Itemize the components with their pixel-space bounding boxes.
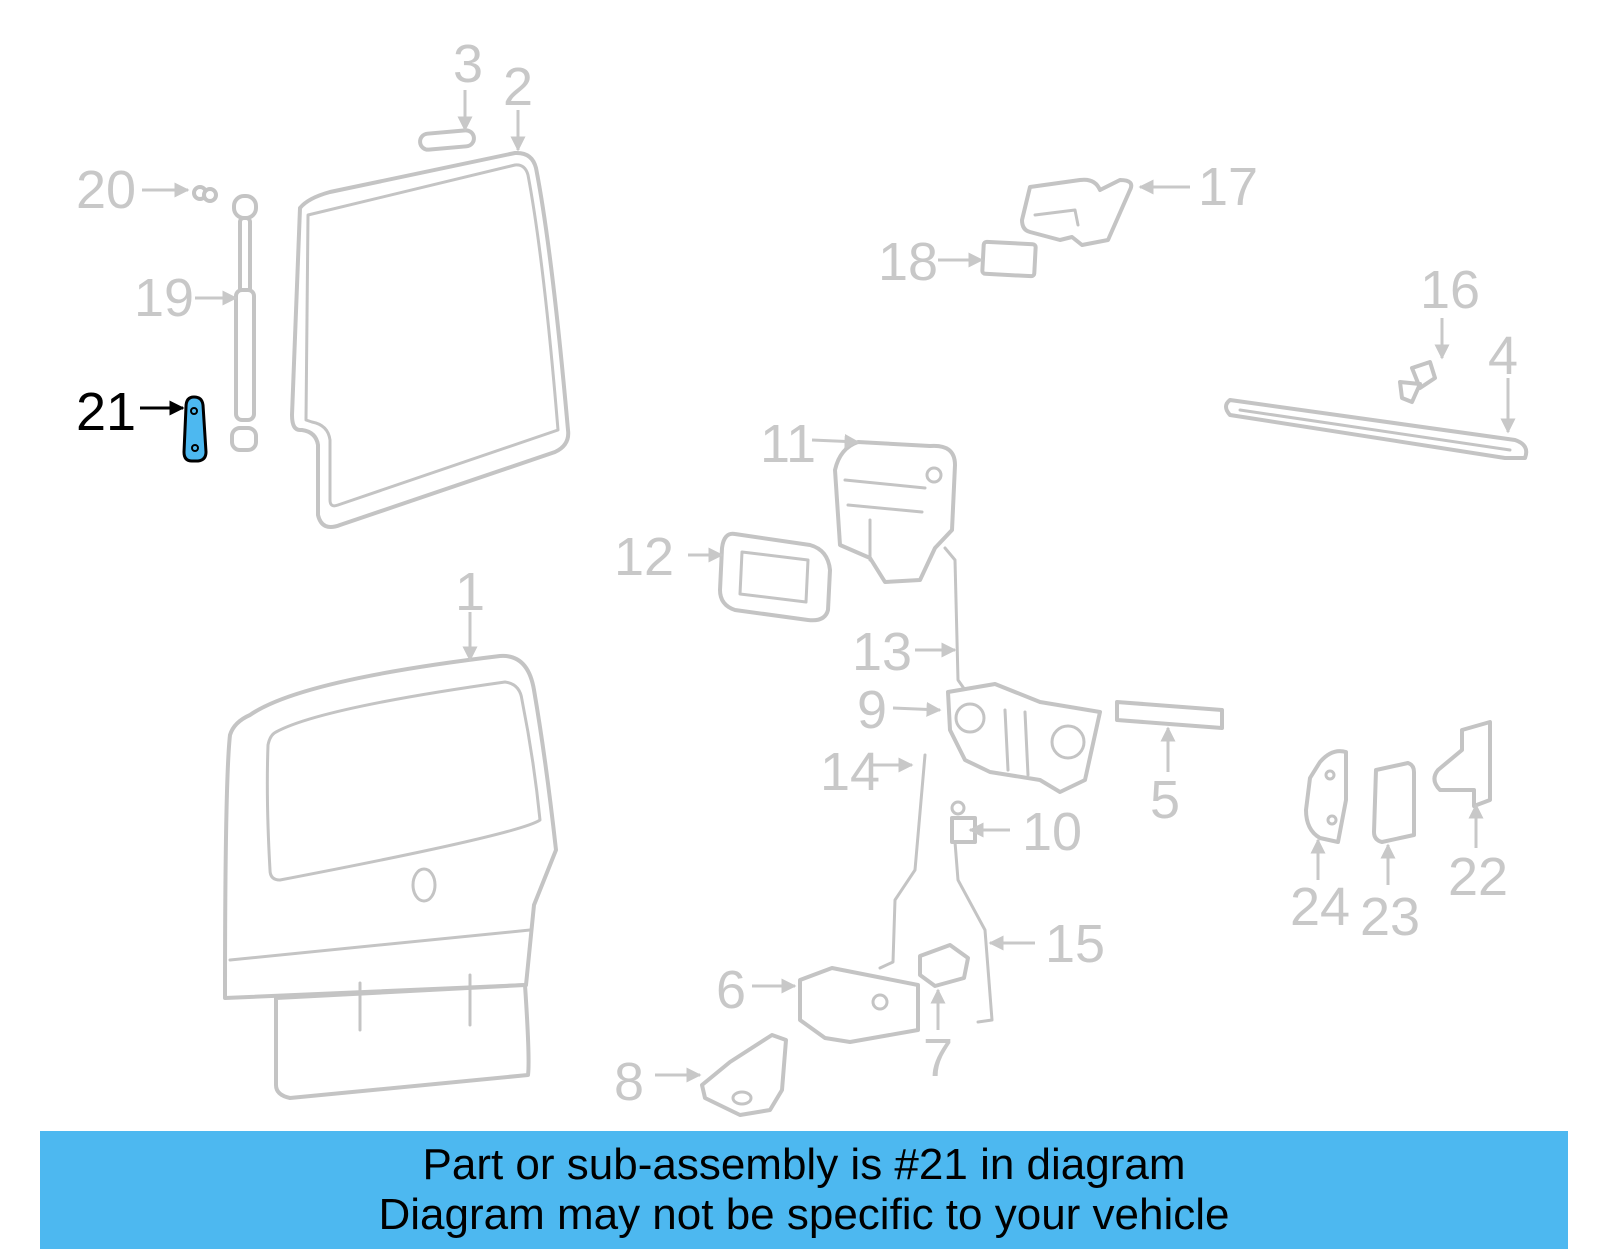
part-6-motor xyxy=(798,966,920,1044)
part-17-hinge xyxy=(1020,177,1134,247)
part-9-lock xyxy=(946,682,1102,794)
part-13-rod xyxy=(943,546,967,692)
part-22-hinge xyxy=(1432,720,1492,808)
banner-line-part-number: Part or sub-assembly is #21 in diagram xyxy=(422,1140,1186,1189)
callout-16: 16 xyxy=(1420,260,1480,320)
callout-12: 12 xyxy=(614,527,674,587)
part-2-rear-window xyxy=(290,150,571,529)
callout-6: 6 xyxy=(716,960,746,1020)
callout-24: 24 xyxy=(1290,877,1350,937)
part-8-bracket xyxy=(700,1033,788,1117)
part-3-trim xyxy=(418,128,476,152)
part-14-rod xyxy=(878,753,927,970)
callout-2: 2 xyxy=(503,57,533,117)
part-16-bolt xyxy=(1398,360,1437,404)
callout-7: 7 xyxy=(923,1028,953,1088)
callout-1: 1 xyxy=(455,562,485,622)
part-1-tailgate xyxy=(223,653,558,1100)
callout-3: 3 xyxy=(453,34,483,94)
callout-4: 4 xyxy=(1488,326,1518,386)
part-18-plate xyxy=(980,239,1038,279)
part-15-rod xyxy=(953,840,994,1024)
part-4-strip xyxy=(1224,398,1529,460)
callout-10: 10 xyxy=(1022,802,1082,862)
part-10-clip xyxy=(950,800,977,844)
callout-19: 19 xyxy=(134,268,194,328)
parts-diagram: 3 2 20 19 21 17 18 16 4 11 12 1 13 9 14 … xyxy=(76,34,1529,1117)
callout-15: 15 xyxy=(1045,914,1105,974)
callout-22: 22 xyxy=(1448,847,1508,907)
part-5-bar xyxy=(1115,700,1224,730)
part-20-clip xyxy=(192,185,218,203)
part-23-block xyxy=(1372,761,1416,844)
info-banner: Part or sub-assembly is #21 in diagram D… xyxy=(40,1131,1568,1249)
part-12-frame xyxy=(718,531,832,623)
banner-line-disclaimer: Diagram may not be specific to your vehi… xyxy=(378,1190,1230,1239)
part-19-gas-strut xyxy=(230,194,258,452)
part-7-connector xyxy=(918,943,970,988)
callout-20: 20 xyxy=(76,160,136,220)
callout-18: 18 xyxy=(878,232,938,292)
callout-9: 9 xyxy=(857,680,887,740)
part-21-bracket xyxy=(182,395,208,463)
part-11-lock-housing xyxy=(833,440,957,584)
callout-21: 21 xyxy=(76,382,136,442)
leader-arrows xyxy=(140,90,1516,1083)
callout-14: 14 xyxy=(820,742,880,802)
callout-17: 17 xyxy=(1198,157,1258,217)
callout-23: 23 xyxy=(1360,887,1420,947)
callout-5: 5 xyxy=(1150,770,1180,830)
callout-11: 11 xyxy=(760,414,816,474)
callout-8: 8 xyxy=(614,1052,644,1112)
part-24-striker xyxy=(1304,749,1348,844)
callout-13: 13 xyxy=(852,622,912,682)
